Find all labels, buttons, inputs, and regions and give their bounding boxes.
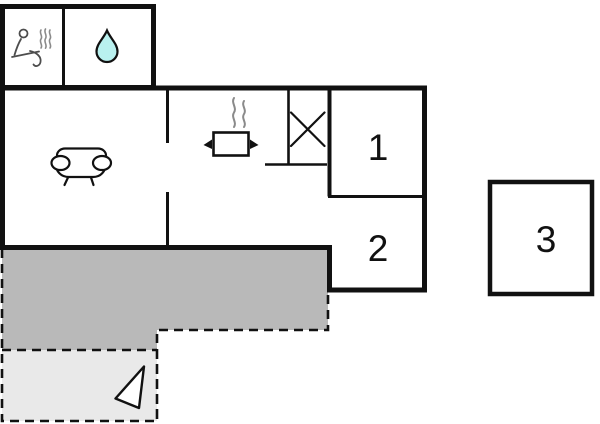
sauna-steam <box>39 28 52 49</box>
sofa-icon <box>50 147 113 187</box>
main-building-outline <box>0 85 427 293</box>
sauna-icon <box>11 28 52 67</box>
room-label-3: 3 <box>536 219 557 260</box>
room-label-2: 2 <box>368 228 389 269</box>
annex-outline <box>0 4 156 90</box>
outdoor-dashed-border <box>0 249 330 423</box>
pot-steam <box>232 97 246 128</box>
north-arrow-icon <box>114 365 146 410</box>
cooking-pot-icon <box>203 97 259 157</box>
room-label-1: 1 <box>368 127 389 168</box>
outbuilding-outline <box>487 179 595 297</box>
interior-walls <box>166 90 423 246</box>
water-drop-icon <box>95 27 119 64</box>
terrace-fill <box>2 249 328 350</box>
terrace-area <box>2 249 328 350</box>
shower-icon <box>289 111 326 148</box>
